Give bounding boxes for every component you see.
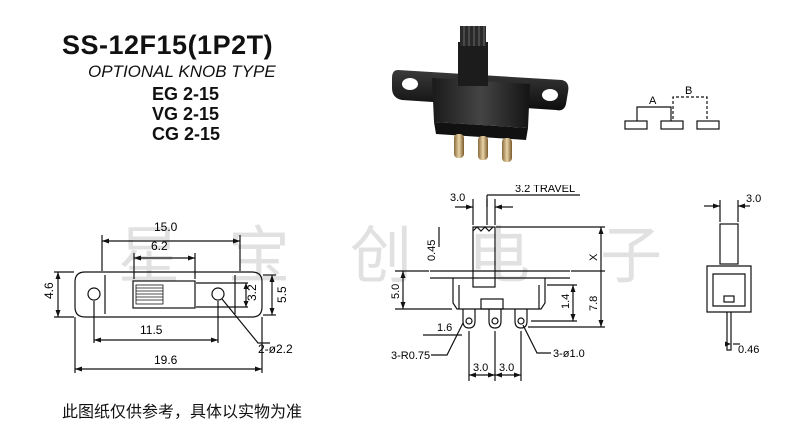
dim-terminal-thickness: 0.46 bbox=[738, 344, 759, 356]
dim-hole-pitch: 11.5 bbox=[140, 323, 163, 337]
dim-terminal-gap: 1.4 bbox=[560, 294, 572, 309]
terminal-right bbox=[514, 309, 528, 329]
side-body bbox=[452, 278, 546, 310]
dim-pitch-right: 3.0 bbox=[499, 362, 514, 374]
dim-end-width: 3.0 bbox=[746, 193, 761, 205]
option-cg: CG 2-15 bbox=[152, 124, 221, 144]
dim-total-length: 19.6 bbox=[154, 353, 178, 367]
side-view: 3.0 3.2 TRAVEL 0.45 X 5.0 1.4 7.8 1.6 3-… bbox=[390, 185, 605, 381]
front-view: 15.0 6.2 4.6 3.2 5.5 11.5 19.6 2-ø2.2 bbox=[42, 220, 293, 373]
reference-note: 此图纸仅供参考，具体以实物为准 bbox=[62, 402, 303, 421]
mount-hole-left bbox=[87, 287, 101, 301]
option-vg: VG 2-15 bbox=[152, 104, 220, 124]
switch-photo bbox=[392, 26, 569, 162]
watermark-char-3: 创 bbox=[350, 219, 413, 292]
dim-knob-offset: 0.45 bbox=[426, 240, 438, 261]
dim-side-body-height: 7.8 bbox=[588, 296, 600, 311]
dim-x: X bbox=[588, 253, 600, 261]
terminal-1 bbox=[624, 120, 648, 130]
mount-hole-right bbox=[211, 287, 225, 301]
end-view: 3.0 0.46 bbox=[704, 193, 761, 356]
watermark-char-2: 宝 bbox=[228, 219, 291, 292]
dim-slot-width: 6.2 bbox=[151, 239, 168, 253]
schematic-label-a: A bbox=[649, 95, 657, 107]
watermark-char-4: 电 bbox=[468, 219, 531, 292]
dim-travel: 3.2 TRAVEL bbox=[515, 185, 575, 195]
end-knob bbox=[719, 223, 739, 265]
dim-knob-width: 3.0 bbox=[450, 192, 465, 204]
dim-hole-spec: 2-ø2.2 bbox=[258, 342, 293, 356]
model-title: SS-12F15(1P2T) bbox=[62, 30, 274, 60]
dim-height: 4.6 bbox=[42, 282, 56, 299]
knob-type-subtitle: OPTIONAL KNOB TYPE bbox=[88, 62, 276, 81]
terminal-3 bbox=[696, 120, 720, 130]
dim-pin-hole: 3-ø1.0 bbox=[553, 348, 585, 360]
front-slot bbox=[132, 280, 196, 309]
watermark-char-5: 子 bbox=[600, 219, 663, 292]
dim-pitch-left: 3.0 bbox=[473, 362, 488, 374]
front-body bbox=[74, 271, 263, 318]
watermark-char-1: 星 bbox=[118, 219, 181, 292]
switch-schematic: A B bbox=[624, 85, 720, 130]
side-knob bbox=[472, 226, 496, 288]
dim-side-height: 5.0 bbox=[390, 284, 402, 299]
dim-radius: 3-R0.75 bbox=[391, 350, 430, 362]
dim-inner-height: 3.2 bbox=[245, 284, 259, 301]
dim-body-height: 5.5 bbox=[275, 286, 289, 303]
schematic-label-b: B bbox=[685, 85, 692, 97]
dim-overall-width: 15.0 bbox=[154, 220, 178, 234]
end-body bbox=[706, 265, 752, 313]
dim-terminal-len: 1.6 bbox=[437, 322, 452, 334]
option-eg: EG 2-15 bbox=[152, 84, 220, 104]
terminal-2 bbox=[660, 120, 684, 130]
terminal-mid bbox=[488, 309, 502, 329]
